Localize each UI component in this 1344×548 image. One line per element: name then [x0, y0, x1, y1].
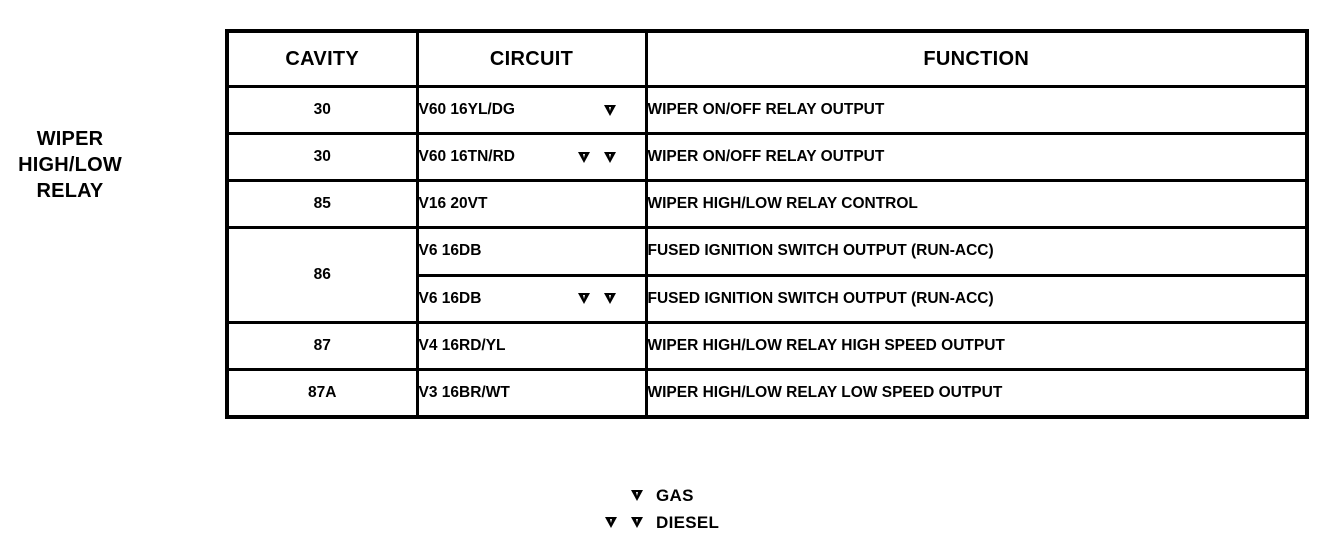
marker-legend: GAS DIESEL — [604, 482, 719, 536]
cell-cavity: 86 — [225, 226, 419, 324]
legend-label: DIESEL — [656, 512, 720, 532]
circuit-code: V60 16YL/DG — [418, 101, 516, 118]
cell-function: WIPER HIGH/LOW RELAY HIGH SPEED OUTPUT — [644, 321, 1309, 371]
cell-cavity: 30 — [225, 85, 419, 135]
cell-function: WIPER ON/OFF RELAY OUTPUT — [644, 85, 1309, 135]
circuit-code: V3 16BR/WT — [418, 384, 510, 401]
legend-row: GAS — [604, 482, 719, 509]
component-label: WIPER HIGH/LOW RELAY — [18, 128, 122, 202]
cell-circuit: V60 16YL/DG — [415, 85, 648, 135]
cell-cavity: 30 — [225, 132, 419, 182]
cell-circuit: V3 16BR/WT — [415, 368, 648, 419]
triangle-marker-icon — [577, 151, 591, 163]
triangle-marker-icon — [631, 517, 644, 528]
circuit-cell-inner: V60 16TN/RD — [419, 148, 645, 166]
circuit-code: V16 20VT — [418, 195, 488, 212]
column-header-cavity: CAVITY — [225, 29, 419, 88]
triangle-marker-icon — [605, 517, 618, 528]
circuit-cell-inner: V4 16RD/YL — [419, 337, 645, 355]
triangle-marker-icon — [577, 293, 591, 305]
cell-function: FUSED IGNITION SWITCH OUTPUT (RUN-ACC) — [644, 226, 1309, 277]
triangle-marker-icon — [631, 490, 644, 501]
cell-circuit: V60 16TN/RD — [415, 132, 648, 182]
cell-function: WIPER HIGH/LOW RELAY LOW SPEED OUTPUT — [644, 368, 1309, 419]
table-header: CAVITY CIRCUIT FUNCTION — [225, 29, 1309, 88]
triangle-marker-icon — [603, 104, 617, 116]
circuit-cell-inner: V6 16DB — [419, 242, 645, 260]
triangle-marker-icon — [603, 151, 617, 163]
legend-label: GAS — [656, 485, 694, 505]
cell-circuit: V4 16RD/YL — [415, 321, 648, 371]
circuit-cell-inner: V16 20VT — [419, 195, 645, 213]
circuit-marker-group — [603, 104, 645, 116]
cell-circuit: V6 16DB — [415, 273, 648, 324]
column-header-function: FUNCTION — [644, 29, 1309, 88]
circuit-cell-inner: V3 16BR/WT — [419, 384, 645, 402]
circuit-code: V6 16DB — [418, 242, 482, 260]
cell-cavity: 87 — [225, 321, 419, 371]
cell-circuit: V16 20VT — [415, 179, 648, 229]
table-row: V6 16DB FUSED IGNITION SWITCH OUTPUT (RUN… — [227, 273, 1309, 324]
cell-circuit: V6 16DB — [415, 226, 648, 277]
circuit-cell-inner: V6 16DB — [419, 290, 645, 308]
column-header-circuit: CIRCUIT — [415, 29, 648, 88]
cell-cavity: 85 — [225, 179, 419, 229]
circuit-cell-inner: V60 16YL/DG — [419, 101, 645, 119]
cell-cavity: 87A — [225, 368, 419, 419]
cell-function: WIPER ON/OFF RELAY OUTPUT — [644, 132, 1309, 182]
legend-row: DIESEL — [604, 509, 719, 536]
triangle-marker-icon — [603, 293, 617, 305]
legend-marker-group — [604, 490, 644, 501]
circuit-code: V4 16RD/YL — [418, 337, 506, 354]
header-row: CAVITY CIRCUIT FUNCTION — [225, 29, 1309, 88]
circuit-code: V60 16TN/RD — [418, 148, 515, 165]
circuit-code: V6 16DB — [418, 289, 482, 307]
legend-marker-group — [604, 517, 644, 528]
circuit-marker-group — [577, 151, 645, 163]
cell-function: WIPER HIGH/LOW RELAY CONTROL — [644, 179, 1309, 229]
circuit-marker-group — [577, 293, 645, 305]
cell-function: FUSED IGNITION SWITCH OUTPUT (RUN-ACC) — [644, 273, 1309, 324]
